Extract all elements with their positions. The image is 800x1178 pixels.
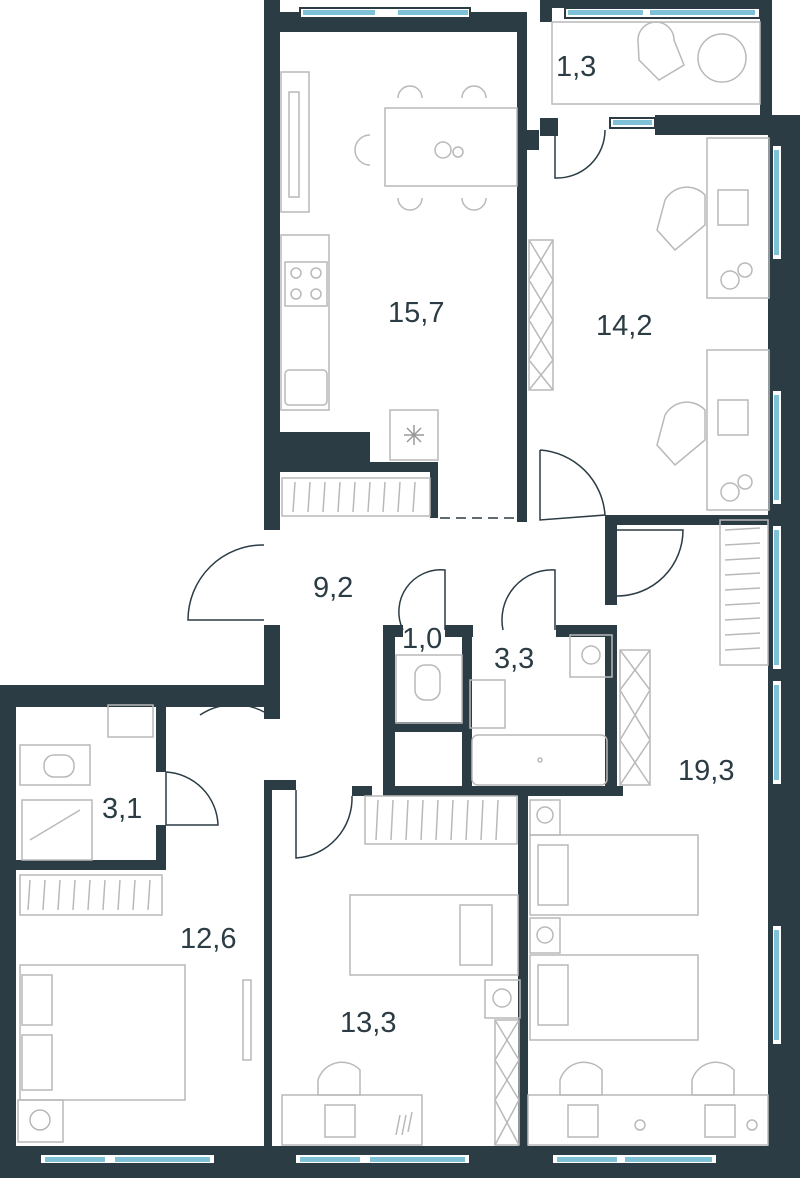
doors: [165, 129, 684, 859]
wc-area-label: 1,0: [402, 623, 442, 655]
kitchen-area-label: 15,7: [388, 297, 444, 329]
bedroom-middle-area-label: 13,3: [340, 1007, 396, 1039]
hall-area-label: 9,2: [313, 572, 353, 604]
area-labels: 15,7 1,3 14,2 9,2 1,0 3,3 3,1 12,6 13,3 …: [102, 51, 734, 1039]
bathroom-2-area-label: 3,1: [102, 793, 142, 825]
windows: [39, 7, 783, 1165]
bedroom-left-area-label: 12,6: [180, 923, 236, 955]
balcony-area-label: 1,3: [556, 51, 596, 83]
study-area-label: 14,2: [596, 310, 652, 342]
bathroom-area-label: 3,3: [494, 643, 534, 675]
furniture: [17, 21, 770, 1146]
bedroom-right-area-label: 19,3: [678, 755, 734, 787]
